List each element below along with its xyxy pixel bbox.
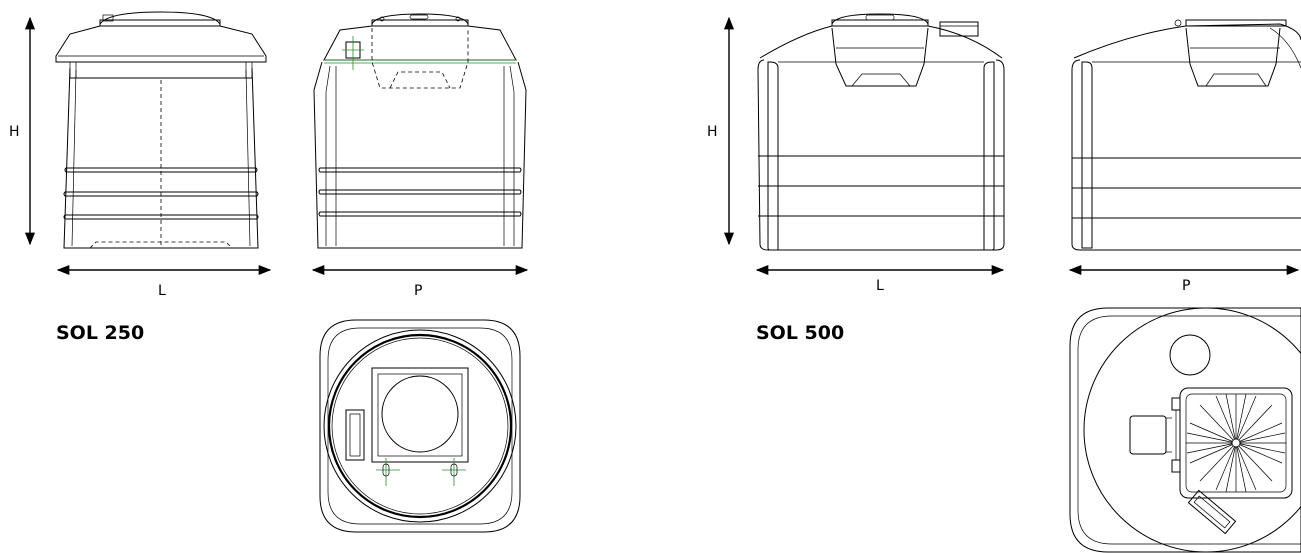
sol500-front-view <box>757 13 1005 251</box>
sol500-length-label: L <box>876 278 884 294</box>
sol500-height-label: H <box>707 124 718 140</box>
sol250-top-view <box>319 319 521 533</box>
sol500-radial-lines <box>1186 393 1286 493</box>
sol500-side-view <box>1071 19 1301 251</box>
sol250-front-view <box>55 11 267 249</box>
sol500-top-view <box>1069 307 1301 553</box>
sol500-model-label: SOL 500 <box>756 322 844 344</box>
sol250-model-label: SOL 250 <box>56 322 144 344</box>
sol500-group: H L <box>707 13 1301 553</box>
sol250-depth-label: P <box>414 283 422 299</box>
sol250-side-view <box>313 13 527 249</box>
sol500-depth-label: P <box>1182 278 1190 294</box>
sol250-group: H <box>9 11 529 533</box>
sol250-length-label: L <box>158 283 166 299</box>
sol250-height-label: H <box>9 124 20 140</box>
